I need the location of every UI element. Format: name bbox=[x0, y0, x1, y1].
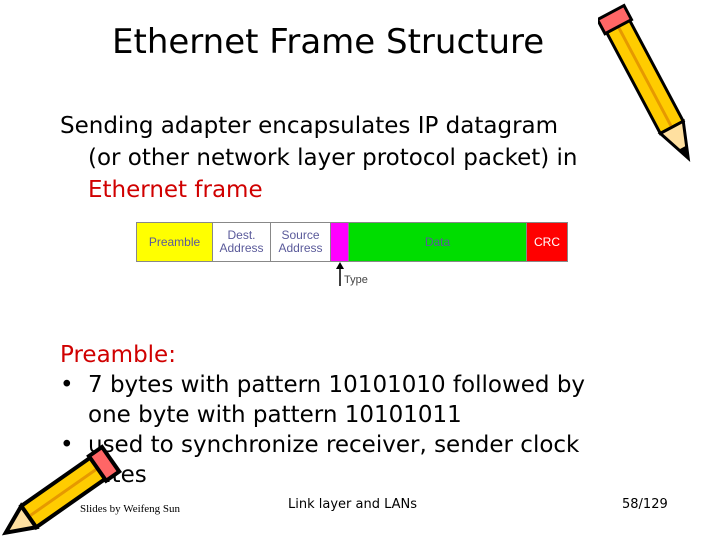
intro-text: Sending adapter encapsulates IP datagram… bbox=[60, 110, 700, 206]
footer-topic: Link layer and LANs bbox=[288, 497, 418, 512]
pencil-icon bbox=[598, 3, 691, 163]
bullet-1-line-2: one byte with pattern 10101011 bbox=[88, 402, 462, 428]
up-arrow-icon bbox=[336, 262, 344, 286]
preamble-section: Preamble: • 7 bytes with pattern 10101010… bbox=[60, 340, 700, 490]
intro-line-2: (or other network layer protocol packet)… bbox=[88, 145, 578, 171]
frame-field-preamble: Preamble bbox=[137, 223, 213, 261]
bullet-glyph: • bbox=[60, 372, 74, 398]
large-pencil-icon bbox=[1, 444, 123, 536]
bullet-2-line-1: used to synchronize receiver, sender clo… bbox=[88, 432, 580, 458]
intro-line-1: Sending adapter encapsulates IP datagram bbox=[60, 113, 559, 139]
intro-line-3: Ethernet frame bbox=[88, 177, 263, 203]
bullet-glyph: • bbox=[60, 432, 74, 458]
bullet-1-line-1: 7 bytes with pattern 10101010 followed b… bbox=[88, 372, 586, 398]
ethernet-frame-diagram: Preamble Dest. Address Source Address Da… bbox=[136, 222, 568, 262]
bullet-2-line-2: rates bbox=[60, 460, 700, 490]
slide-title: Ethernet Frame Structure bbox=[112, 22, 545, 62]
frame-field-source-address: Source Address bbox=[271, 223, 331, 261]
type-label: Type bbox=[344, 274, 368, 286]
frame-field-data: Data bbox=[349, 223, 527, 261]
bullet-1: • 7 bytes with pattern 10101010 followed … bbox=[60, 370, 700, 400]
footer-page-number: 58/129 bbox=[622, 497, 668, 512]
frame-field-dest-address: Dest. Address bbox=[213, 223, 271, 261]
footer-author: Slides by Weifeng Sun bbox=[80, 503, 181, 515]
preamble-heading: Preamble: bbox=[60, 342, 176, 368]
bullet-2: • used to synchronize receiver, sender cl… bbox=[60, 430, 700, 460]
frame-field-type bbox=[331, 223, 349, 261]
frame-field-crc: CRC bbox=[527, 223, 567, 261]
